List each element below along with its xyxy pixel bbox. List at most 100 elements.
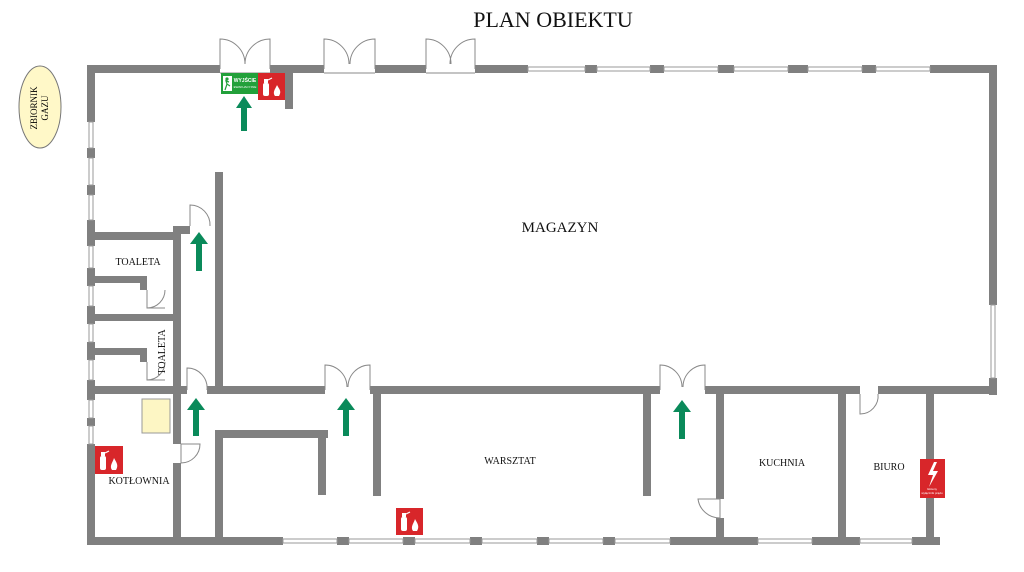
wall-divider-5 — [878, 386, 997, 394]
gas-tank-label-line1: ZBIORNIK — [29, 86, 39, 129]
page-title: PLAN OBIEKTU — [473, 7, 633, 32]
wall-bottom-1 — [87, 537, 283, 545]
fire-extinguisher-icon — [263, 77, 281, 96]
window-bottom-6 — [614, 538, 671, 544]
wall-left-2 — [87, 148, 95, 158]
room-label-kotlownia: KOTŁOWNIA — [108, 476, 170, 487]
emergency-exit-icon — [223, 76, 232, 91]
window-top-6 — [875, 66, 931, 72]
wall-divider-1 — [87, 386, 187, 394]
wall-kuchnia-left — [716, 394, 724, 499]
window-top-2 — [596, 66, 651, 72]
door-biuro — [859, 393, 879, 415]
evacuation-arrows — [187, 96, 691, 439]
door-toilet-1 — [146, 289, 166, 309]
wall-toilet-mid2 — [87, 348, 147, 355]
wall-warsztat-left — [373, 394, 381, 496]
emergency-exit-sign: WYJŚCIE EWAKUACYJNE — [221, 73, 258, 94]
wall-bottom-5 — [537, 537, 549, 545]
room-label-toaleta-top: TOALETA — [115, 257, 161, 268]
wall-corridor-lower-2 — [173, 463, 181, 545]
wall-top-4 — [475, 65, 528, 73]
fire-extinguisher-icon — [401, 511, 419, 531]
electric-switch-icon — [928, 462, 938, 487]
wall-workshop-top — [215, 430, 328, 438]
window-bottom-5 — [548, 538, 604, 544]
window-left-1 — [88, 121, 94, 149]
door-warsztat-right — [659, 364, 706, 390]
fire-extinguisher-sign-top — [258, 73, 285, 100]
window-right-1 — [990, 304, 996, 379]
evacuation-arrow-icon — [236, 96, 252, 131]
door-top-3 — [425, 38, 476, 74]
wall-top-10 — [930, 65, 997, 73]
window-bottom-1 — [282, 538, 338, 544]
wall-toilet-div — [87, 314, 181, 321]
wall-corridor-right — [215, 172, 223, 394]
wall-bottom-2 — [337, 537, 349, 545]
wall-kuchnia-left-2 — [716, 518, 724, 545]
door-toilet-2 — [146, 361, 166, 381]
window-left-8 — [88, 399, 94, 419]
wall-left-1 — [87, 65, 95, 122]
wall-divider-4 — [705, 386, 860, 394]
evacuation-arrow-icon — [673, 400, 691, 439]
doors — [146, 38, 879, 519]
wall-left-10 — [87, 444, 95, 545]
exit-sign-line2: EWAKUACYJNE — [234, 85, 257, 89]
gas-tank-label-line2: GAZU — [40, 95, 50, 120]
wall-top-6 — [650, 65, 664, 73]
wall-top-8 — [788, 65, 808, 73]
wall-corridor-right-lower — [215, 430, 223, 537]
wall-divider-2 — [207, 386, 325, 394]
wall-top-1 — [87, 65, 220, 73]
door-kuchnia — [697, 498, 721, 519]
wall-bottom-7 — [670, 537, 758, 545]
wall-top-5 — [585, 65, 597, 73]
gas-tank: ZBIORNIK GAZU — [18, 65, 62, 149]
boiler — [141, 398, 171, 434]
window-top-5 — [807, 66, 863, 72]
wall-bottom-3 — [403, 537, 415, 545]
wall-corridor-left-top — [173, 226, 190, 234]
wall-toilet-stall — [140, 276, 147, 290]
window-bottom-8 — [859, 538, 913, 544]
door-top-2 — [323, 38, 376, 74]
windows — [88, 66, 996, 544]
wall-toilet-top — [87, 232, 181, 240]
window-left-5 — [88, 285, 94, 307]
wall-top-2 — [270, 65, 324, 73]
room-label-kuchnia: KUCHNIA — [759, 458, 806, 469]
wall-bottom-8 — [812, 537, 860, 545]
wall-kuchnia-right — [838, 394, 846, 545]
room-label-biuro: BIURO — [873, 462, 904, 473]
door-corridor-upper — [189, 204, 211, 227]
room-label-magazyn: MAGAZYN — [522, 220, 599, 236]
wall-bottom-6 — [603, 537, 615, 545]
fire-extinguisher-sign-warsztat — [396, 508, 423, 535]
window-left-6 — [88, 323, 94, 343]
window-bottom-3 — [414, 538, 471, 544]
window-bottom-7 — [757, 538, 813, 544]
window-left-9 — [88, 425, 94, 445]
wall-divider-3 — [370, 386, 660, 394]
wall-toilet-mid — [87, 276, 147, 283]
electric-sign-line1: Główny — [927, 487, 938, 491]
electric-switch-sign: Główny wyłącznik prądu — [920, 459, 945, 498]
wall-corridor-lower — [173, 394, 181, 444]
walls — [87, 65, 997, 545]
door-corridor-lower — [186, 367, 208, 391]
wall-warsztat-right — [643, 394, 651, 496]
wall-left-9 — [87, 418, 95, 426]
exit-sign-line1: WYJŚCIE — [234, 77, 257, 84]
fire-extinguisher-sign-kotlownia — [95, 446, 123, 474]
room-label-warsztat: WARSZTAT — [484, 456, 535, 467]
wall-top-7 — [718, 65, 734, 73]
wall-right-1 — [989, 65, 997, 305]
wall-corridor-left — [173, 226, 181, 394]
evacuation-arrow-icon — [190, 232, 208, 271]
wall-toilet-stall2 — [140, 348, 147, 362]
wall-top-3 — [375, 65, 426, 73]
window-left-7 — [88, 359, 94, 381]
